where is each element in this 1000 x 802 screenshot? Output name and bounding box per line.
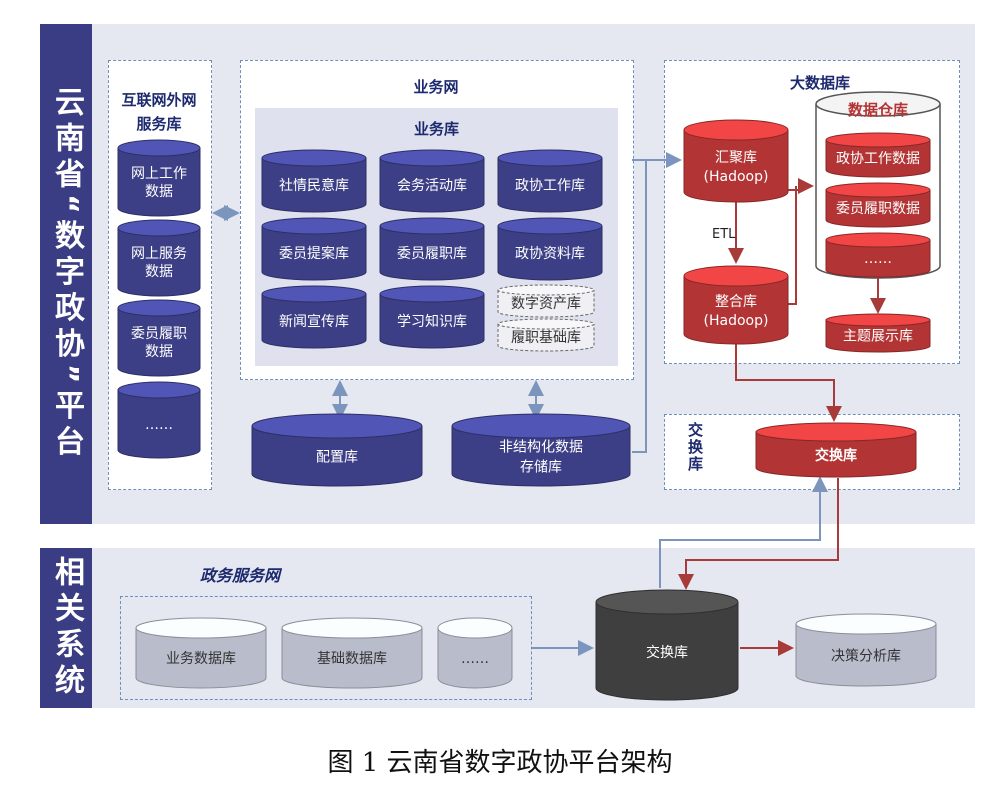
warehouse-item-label: 政协工作数据 [836, 151, 920, 167]
gov-cylinder-label: 基础数据库 [317, 650, 387, 667]
unstructured-db-label: 存储库 [520, 460, 562, 476]
integrate-db-label: 整合库 [715, 294, 757, 310]
arrows-red [678, 178, 886, 656]
internet-cylinder-label: …… [145, 417, 173, 433]
dashed-cylinder: 数字资产库 [497, 284, 595, 318]
gov-title: 政务服务网 [200, 566, 281, 585]
internet-cylinder: …… [117, 381, 201, 459]
dashed-cylinder-label: 履职基础库 [511, 329, 581, 346]
business-cylinder: 会务活动库 [379, 149, 485, 213]
figure-caption: 图 1 云南省数字政协平台架构 [327, 748, 673, 778]
warehouse-title: 数据仓库 [848, 101, 908, 119]
business-cylinder-label: 新闻宣传库 [279, 314, 349, 330]
dashed-cylinder-label: 数字资产库 [511, 296, 581, 312]
internet-cylinder-label: 数据 [145, 264, 173, 280]
business-cylinder-label: 社情民意库 [279, 177, 349, 194]
internet-cylinder-label: 数据 [145, 184, 173, 200]
dashed-cylinder: 履职基础库 [497, 318, 595, 352]
internet-cylinder-label: 网上工作 [131, 166, 187, 182]
internet-cylinder: 委员履职数据 [117, 299, 201, 377]
decision-db: 决策分析库 [795, 613, 937, 687]
business-cylinder: 社情民意库 [261, 149, 367, 213]
business-network-title: 业务网 [413, 78, 459, 96]
warehouse-item: …… [825, 232, 931, 278]
gov-exchange-db: 交换库 [595, 589, 739, 701]
business-cylinder: 政协资料库 [497, 217, 603, 281]
internet-title: 互联网外网 服务库 [108, 88, 210, 136]
aggregate-db-label: 汇聚库 [715, 150, 757, 166]
related-sidebar: 相关系统 [40, 548, 92, 708]
unstructured-db-label: 非结构化数据 [499, 440, 583, 456]
business-cylinder-label: 会务活动库 [397, 178, 467, 194]
platform-sidebar: 云南省“数字政协”平台 [40, 24, 92, 524]
bigdata-title: 大数据库 [789, 74, 850, 92]
gov-cylinder: 业务数据库 [135, 617, 267, 689]
exchange-vertical-label: 交换库 [686, 422, 704, 473]
exchange-db-label: 交换库 [815, 447, 857, 464]
gov-cylinder-label: …… [461, 651, 489, 667]
warehouse-item: 委员履职数据 [825, 182, 931, 228]
gov-cylinder: …… [437, 617, 513, 689]
business-cylinder-label: 政协工作库 [515, 178, 585, 194]
internet-title-line1: 互联网外网 [121, 91, 197, 109]
business-cylinder-label: 委员提案库 [279, 245, 349, 262]
etl-label: ETL [712, 227, 736, 242]
business-cylinder: 新闻宣传库 [261, 285, 367, 349]
exchange-db: 交换库 [755, 422, 917, 478]
gov-cylinder: 基础数据库 [281, 617, 423, 689]
theme-db-label: 主题展示库 [843, 329, 913, 345]
config-db: 配置库 [251, 413, 423, 487]
internet-cylinder-label: 委员履职 [131, 326, 187, 342]
gov-exchange-db-label: 交换库 [646, 644, 688, 661]
business-cylinder-label: 学习知识库 [397, 313, 467, 330]
internet-title-line2: 服务库 [136, 115, 182, 133]
decision-db-label: 决策分析库 [831, 647, 901, 664]
gov-cylinder-label: 业务数据库 [166, 651, 236, 667]
warehouse-item-label: 委员履职数据 [836, 201, 920, 217]
cylinders-layer: 网上工作数据网上服务数据委员履职数据……社情民意库会务活动库政协工作库委员提案库… [117, 119, 937, 701]
arrows-blue [212, 152, 828, 656]
business-cylinder: 委员履职库 [379, 217, 485, 281]
business-cylinder: 委员提案库 [261, 217, 367, 281]
business-cylinder-label: 政协资料库 [515, 246, 585, 262]
business-cylinder: 政协工作库 [497, 149, 603, 213]
internet-cylinder-label: 网上服务 [131, 246, 187, 262]
internet-cylinder-label: 数据 [145, 344, 173, 360]
aggregate-db-label: (Hadoop) [704, 169, 769, 185]
integrate-db: 整合库 (Hadoop) [683, 265, 789, 345]
business-db-title: 业务库 [413, 120, 459, 138]
theme-db: 主题展示库 [825, 313, 931, 353]
config-db-label: 配置库 [316, 450, 358, 466]
business-cylinder: 学习知识库 [379, 285, 485, 349]
warehouse-item: 政协工作数据 [825, 132, 931, 178]
business-cylinder-label: 委员履职库 [397, 246, 467, 262]
warehouse-item-label: …… [864, 251, 892, 267]
gov-box [120, 596, 532, 700]
aggregate-db: 汇聚库 (Hadoop) [683, 119, 789, 203]
integrate-db-label: (Hadoop) [704, 313, 769, 329]
